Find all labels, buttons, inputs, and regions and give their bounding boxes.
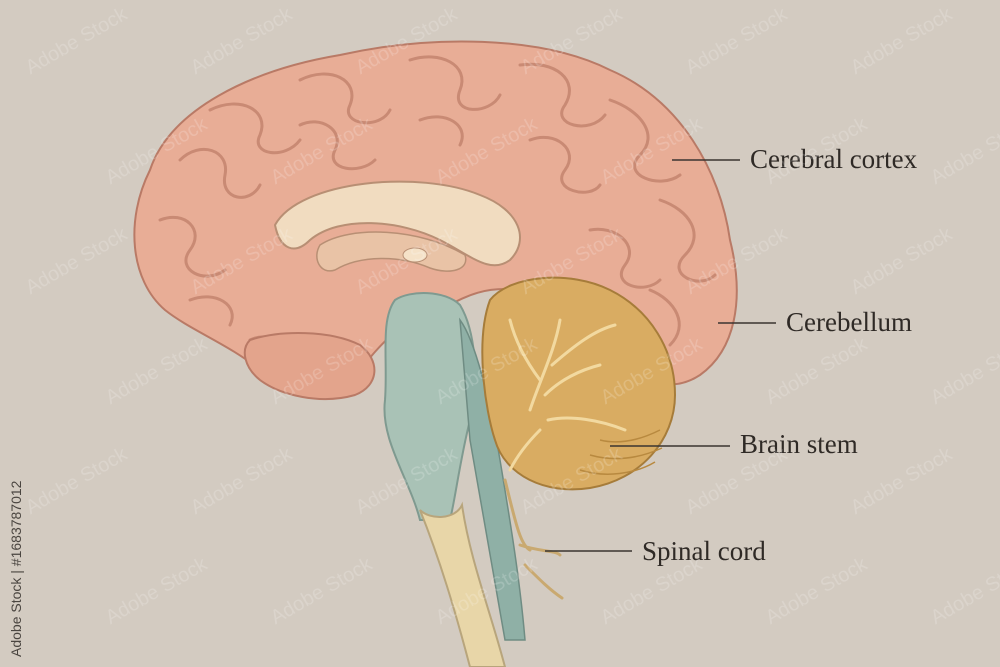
brain-stem xyxy=(383,292,477,521)
corpus-callosum xyxy=(273,180,521,267)
label-brain-stem: Brain stem xyxy=(740,429,858,459)
stock-id-watermark: Adobe Stock | #1683787012 xyxy=(8,480,24,657)
thalamus xyxy=(316,231,467,272)
label-cerebellum: Cerebellum xyxy=(786,307,912,337)
cerebellum xyxy=(481,276,677,491)
pineal-region xyxy=(402,247,428,263)
label-cerebral-cortex: Cerebral cortex xyxy=(750,144,918,174)
label-spinal-cord: Spinal cord xyxy=(642,536,766,566)
leader-lines xyxy=(545,159,776,552)
cerebellar-folia xyxy=(579,429,663,475)
temporal-lobe xyxy=(243,332,376,401)
spinal-cord xyxy=(419,501,507,667)
arbor-vitae xyxy=(508,318,627,472)
